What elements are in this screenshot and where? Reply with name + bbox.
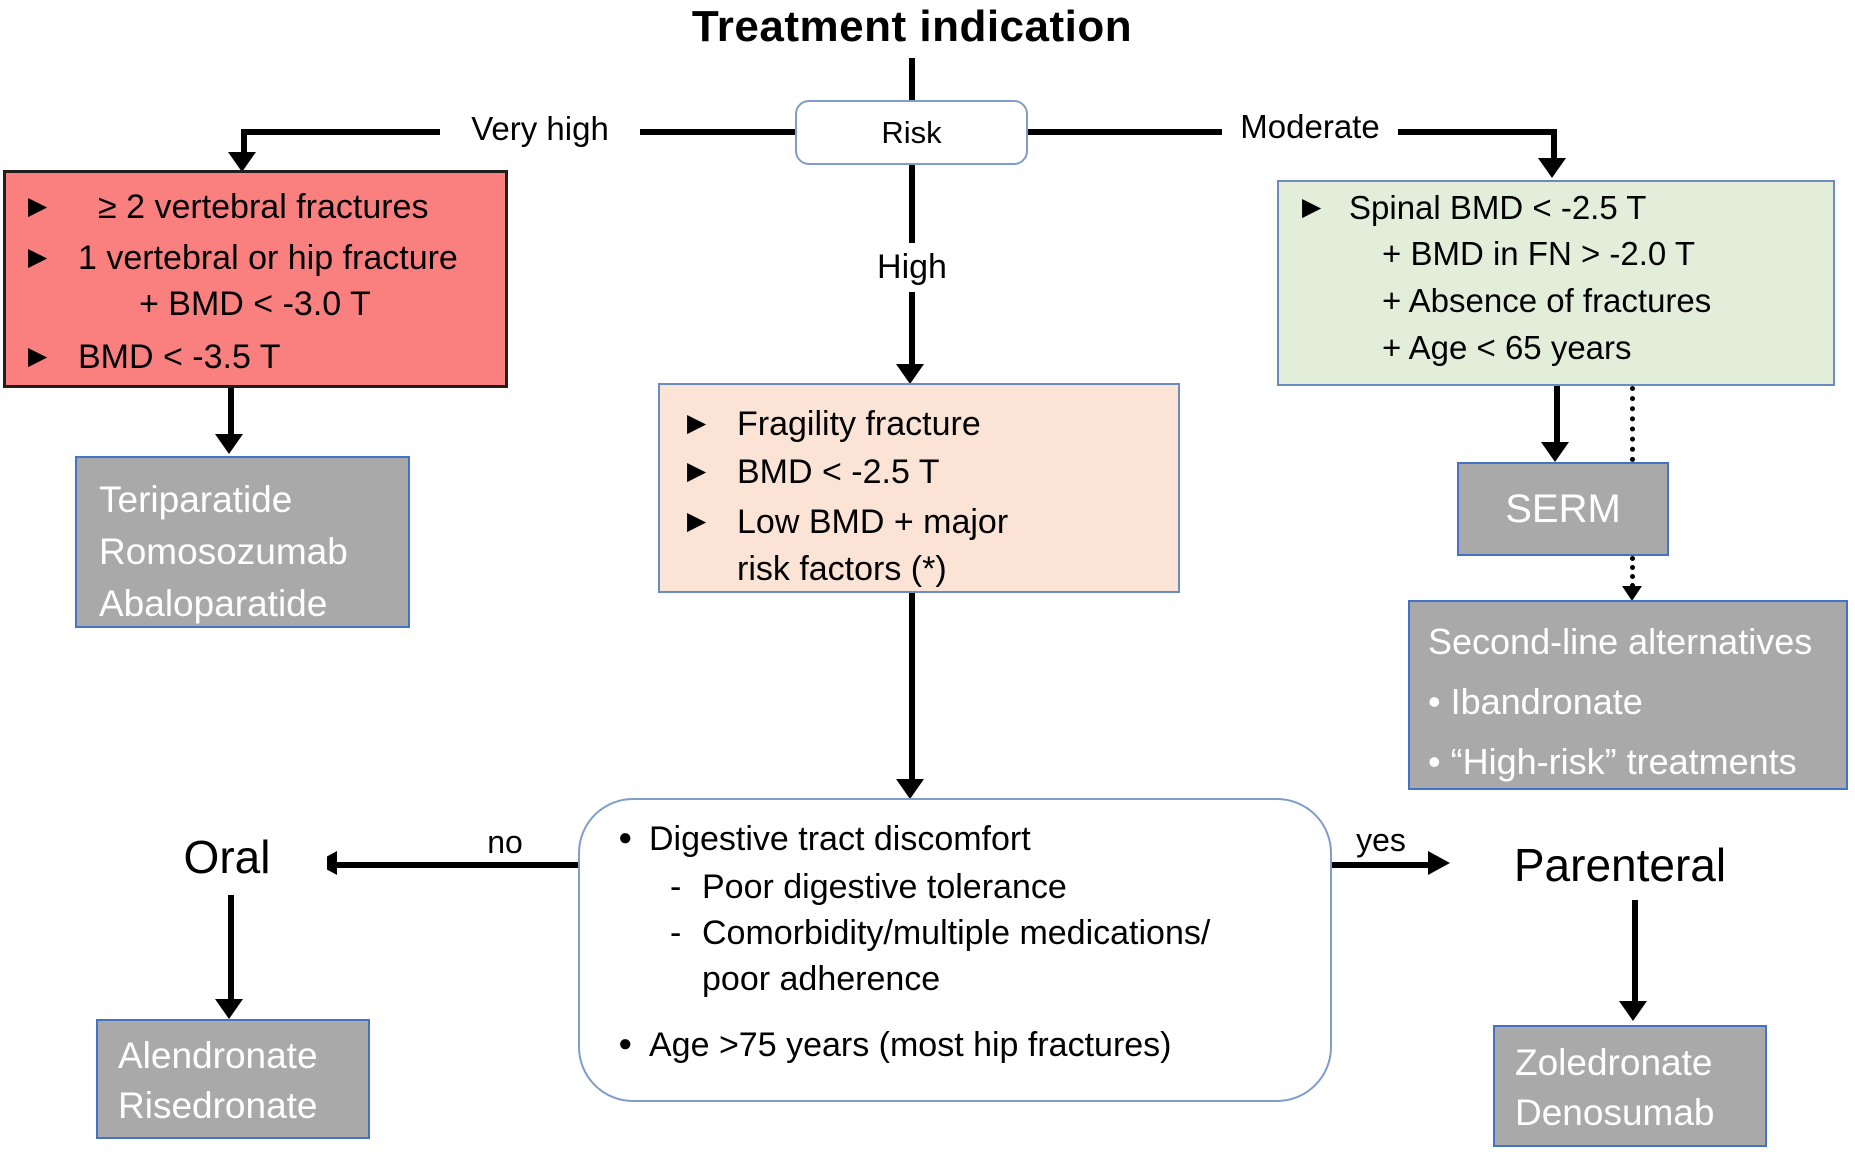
- route-label-oral: Oral: [127, 830, 327, 884]
- criteria-text: ≥ 2 vertebral fractures: [98, 188, 429, 226]
- criteria-text: BMD < -3.5 T: [78, 338, 281, 376]
- drug-name: Denosumab: [1515, 1092, 1715, 1133]
- criteria-text: BMD < -2.5 T: [737, 453, 940, 491]
- page-title: Treatment indication: [691, 2, 1133, 51]
- triangle-bullet-icon: ▶: [687, 409, 707, 437]
- arrowhead-to-moderate-box: [1538, 158, 1566, 178]
- dash-bullet-icon: -: [670, 868, 682, 906]
- connector-risk-high-upper: [909, 165, 915, 243]
- drug-name: Abaloparatide: [99, 583, 328, 624]
- decision-label-no: no: [455, 824, 555, 861]
- connector-moderate-right: [1398, 129, 1554, 135]
- moderate-criteria-box: ▶ Spinal BMD < -2.5 T + BMD in FN > -2.0…: [1277, 180, 1835, 386]
- connector-parenteral-drugs: [1632, 900, 1638, 1003]
- criteria-text: 1 vertebral or hip fracture: [78, 239, 458, 277]
- drug-name: Alendronate: [118, 1035, 318, 1076]
- criteria-text: Fragility fracture: [737, 405, 981, 443]
- second-line-item: • Ibandronate: [1428, 681, 1643, 722]
- connector-high-decision: [909, 593, 915, 781]
- dot-bullet-icon: ●: [618, 824, 633, 851]
- decision-text: Age >75 years (most hip fractures): [649, 1026, 1172, 1064]
- risk-label: Risk: [881, 114, 942, 150]
- high-criteria-box: ▶ Fragility fracture ▶ BMD < -2.5 T ▶ Lo…: [658, 383, 1180, 593]
- decision-text: Digestive tract discomfort: [649, 820, 1031, 858]
- dash-bullet-icon: -: [670, 914, 682, 952]
- decision-box: ● Digestive tract discomfort - Poor dige…: [578, 798, 1332, 1102]
- arrowhead-to-oral-drugs: [215, 999, 243, 1019]
- drug-name: Zoledronate: [1515, 1042, 1713, 1083]
- second-line-item: • “High-risk” treatments: [1428, 741, 1797, 782]
- oral-drugs-box: Alendronate Risedronate: [96, 1019, 370, 1139]
- connector-yes: [1332, 862, 1428, 868]
- criteria-text: + Absence of fractures: [1382, 282, 1712, 319]
- drug-name: Teriparatide: [99, 479, 293, 520]
- connector-very-high-left: [244, 129, 452, 135]
- triangle-bullet-icon: ▶: [687, 457, 707, 485]
- criteria-text: Low BMD + major: [737, 503, 1009, 541]
- criteria-text: + BMD < -3.0 T: [139, 285, 371, 323]
- criteria-text: risk factors (*): [737, 550, 947, 588]
- triangle-bullet-icon: ▶: [28, 342, 48, 370]
- connector-title-risk: [909, 58, 915, 100]
- arrowhead-to-serm: [1541, 442, 1569, 462]
- triangle-bullet-icon: ▶: [28, 243, 48, 271]
- connector-moderate-serm: [1554, 386, 1560, 444]
- connector-risk-high-lower: [909, 292, 915, 368]
- arrowhead-to-parenteral: [1428, 851, 1450, 875]
- connector-oral-drugs: [228, 895, 234, 1001]
- parenteral-drugs-box: Zoledronate Denosumab: [1493, 1025, 1767, 1147]
- arrowhead-to-decision: [896, 779, 924, 799]
- arrowhead-to-parenteral-drugs: [1619, 1001, 1647, 1021]
- decision-label-yes: yes: [1336, 822, 1426, 859]
- connector-moderate-left: [1028, 129, 1222, 135]
- decision-text: poor adherence: [702, 960, 941, 998]
- serm-box: SERM: [1457, 462, 1669, 556]
- triangle-bullet-icon: ▶: [1302, 193, 1322, 221]
- risk-node: Risk: [795, 100, 1028, 165]
- triangle-bullet-icon: ▶: [28, 192, 48, 220]
- serm-label: SERM: [1505, 486, 1621, 531]
- connector-very-high-right: [622, 129, 795, 135]
- branch-label-moderate: Moderate: [1222, 108, 1398, 146]
- connector-dotted-bypass-upper: [1630, 386, 1635, 462]
- decision-text: Comorbidity/multiple medications/: [702, 914, 1211, 952]
- criteria-text: + BMD in FN > -2.0 T: [1382, 235, 1695, 272]
- route-label-parenteral: Parenteral: [1460, 838, 1780, 892]
- arrowhead-to-very-high-drugs: [215, 434, 243, 454]
- connector-dotted-bypass-lower: [1630, 556, 1635, 588]
- connector-no: [337, 862, 578, 868]
- arrowhead-to-second-line: [1622, 586, 1642, 601]
- second-line-title: Second-line alternatives: [1428, 621, 1813, 662]
- very-high-criteria-box: ▶ ≥ 2 vertebral fractures ▶ 1 vertebral …: [3, 170, 508, 388]
- drug-name: Romosozumab: [99, 531, 348, 572]
- arrowhead-to-high-box: [896, 364, 924, 384]
- arrowhead-to-very-high-box: [228, 152, 256, 172]
- very-high-drugs-box: Teriparatide Romosozumab Abaloparatide: [75, 456, 410, 628]
- drug-name: Risedronate: [118, 1085, 318, 1126]
- decision-text: Poor digestive tolerance: [702, 868, 1067, 906]
- connector-very-high-elbow: [241, 129, 247, 154]
- branch-label-high: High: [852, 248, 972, 287]
- criteria-text: Spinal BMD < -2.5 T: [1349, 189, 1647, 226]
- triangle-bullet-icon: ▶: [687, 507, 707, 535]
- connector-very-high-drugs: [228, 388, 234, 436]
- dot-bullet-icon: ●: [618, 1030, 633, 1057]
- second-line-box: Second-line alternatives • Ibandronate •…: [1408, 600, 1848, 790]
- criteria-text: + Age < 65 years: [1382, 329, 1632, 366]
- branch-label-very-high: Very high: [440, 110, 640, 148]
- connector-moderate-elbow: [1551, 129, 1557, 160]
